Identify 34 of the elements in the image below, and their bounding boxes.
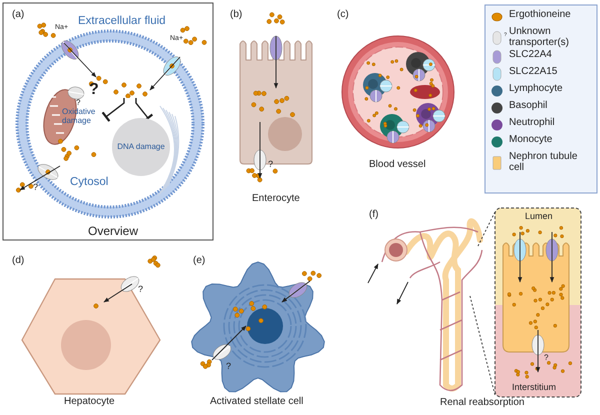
region-label: Lumen: [525, 212, 553, 222]
panel-title: Enterocyte: [252, 194, 300, 204]
panel-title: Overview: [88, 225, 138, 238]
legend-label: Ergothioneine: [509, 10, 571, 20]
panel-title: Renal reabsorption: [440, 398, 524, 408]
panel-letter: (d): [12, 256, 24, 266]
legend-label: Neutrophil: [509, 118, 555, 128]
panel-letter: (e): [193, 256, 206, 266]
damage-label: DNA damage: [117, 142, 165, 152]
inhibition-line: [101, 98, 125, 122]
legend-label: SLC22A15: [509, 67, 558, 78]
question-mark: ?: [226, 362, 232, 372]
legend-label: Nephron tubule cell: [509, 152, 578, 173]
panel-letter: (a): [12, 10, 24, 20]
panel-letter: (f): [369, 210, 378, 220]
panel-title: Activated stellate cell: [210, 397, 304, 408]
panel-title: Blood vessel: [369, 160, 426, 170]
legend-label: SLC22A4: [509, 50, 552, 60]
legend-label: Basophil: [509, 101, 548, 112]
legend-label: Monocyte: [509, 135, 552, 146]
legend-label: Lymphocyte: [509, 84, 563, 94]
panel-title: Hepatocyte: [64, 397, 115, 408]
question-mark: ?: [268, 160, 274, 170]
legend-label: Unknown transporter(s): [509, 27, 570, 48]
panel-letter: (c): [337, 10, 349, 20]
question-mark: ?: [33, 183, 38, 192]
region-label: Interstitium: [512, 383, 556, 392]
question-mark: ?: [544, 354, 548, 362]
question-mark: ?: [89, 82, 99, 99]
panel-letter: (b): [230, 10, 242, 20]
region-label: Extracellular fluid: [78, 15, 166, 28]
question-mark: ?: [138, 285, 144, 294]
question-mark: ?: [76, 99, 80, 108]
region-label: Cytosol: [70, 176, 108, 188]
